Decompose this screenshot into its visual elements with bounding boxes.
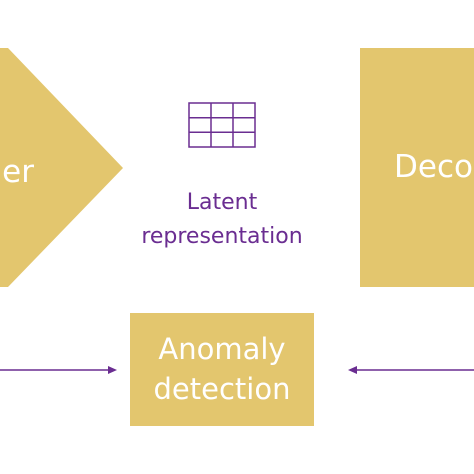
anomaly-label-line1: Anomaly	[158, 332, 286, 366]
left-arrow-to-anomaly	[0, 366, 117, 374]
right-arrow-to-anomaly	[348, 366, 474, 374]
anomaly-detection-block: Anomaly detection	[130, 313, 314, 426]
encoder-label: er	[2, 154, 34, 190]
anomaly-detection-label: Anomaly detection	[130, 329, 314, 409]
grid-icon	[188, 102, 256, 148]
decoder-label: Decod	[394, 149, 474, 185]
latent-label-line2: representation	[141, 224, 303, 249]
latent-label-line1: Latent	[186, 190, 258, 215]
latent-representation-label: Latent representation	[120, 186, 324, 254]
decoder-block: Decod	[360, 48, 474, 287]
anomaly-label-line2: detection	[153, 372, 291, 406]
